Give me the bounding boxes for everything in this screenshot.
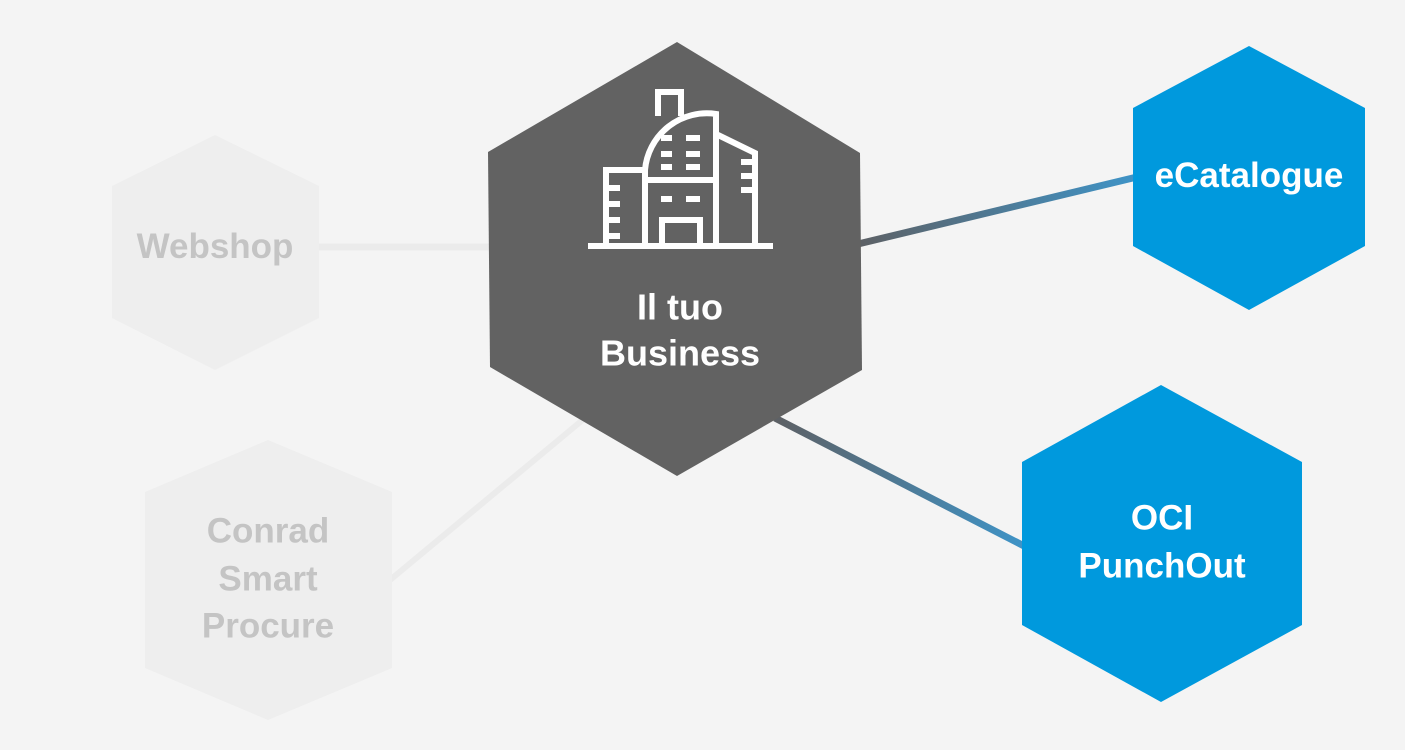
ecatalogue-label: eCatalogue xyxy=(1154,155,1344,195)
center-label-line1: Il tuo xyxy=(637,286,723,328)
oci-punchout-label: OCI PunchOut xyxy=(1078,494,1245,589)
node-smart-procure[interactable] xyxy=(145,440,392,720)
connector-ecatalogue xyxy=(857,173,1138,248)
node-webshop[interactable] xyxy=(112,135,319,370)
smart-procure-line2: Smart xyxy=(218,559,318,599)
oci-line2: PunchOut xyxy=(1078,546,1246,585)
building-icon xyxy=(588,89,773,249)
connector-oci xyxy=(773,414,1028,551)
node-ecatalogue[interactable] xyxy=(1133,46,1365,310)
smart-procure-line3: Procure xyxy=(201,606,335,646)
smart-procure-line1: Conrad xyxy=(206,511,330,551)
node-center-business xyxy=(488,42,862,476)
webshop-label: Webshop xyxy=(136,226,294,266)
smart-procure-label: Conrad Smart Procure xyxy=(202,508,334,651)
center-label-line2: Business xyxy=(599,332,761,373)
center-label: Il tuo Business xyxy=(600,284,760,375)
oci-line1: OCI xyxy=(1130,498,1194,538)
connector-smart-procure xyxy=(388,415,587,583)
node-oci-punchout[interactable] xyxy=(1022,385,1302,702)
